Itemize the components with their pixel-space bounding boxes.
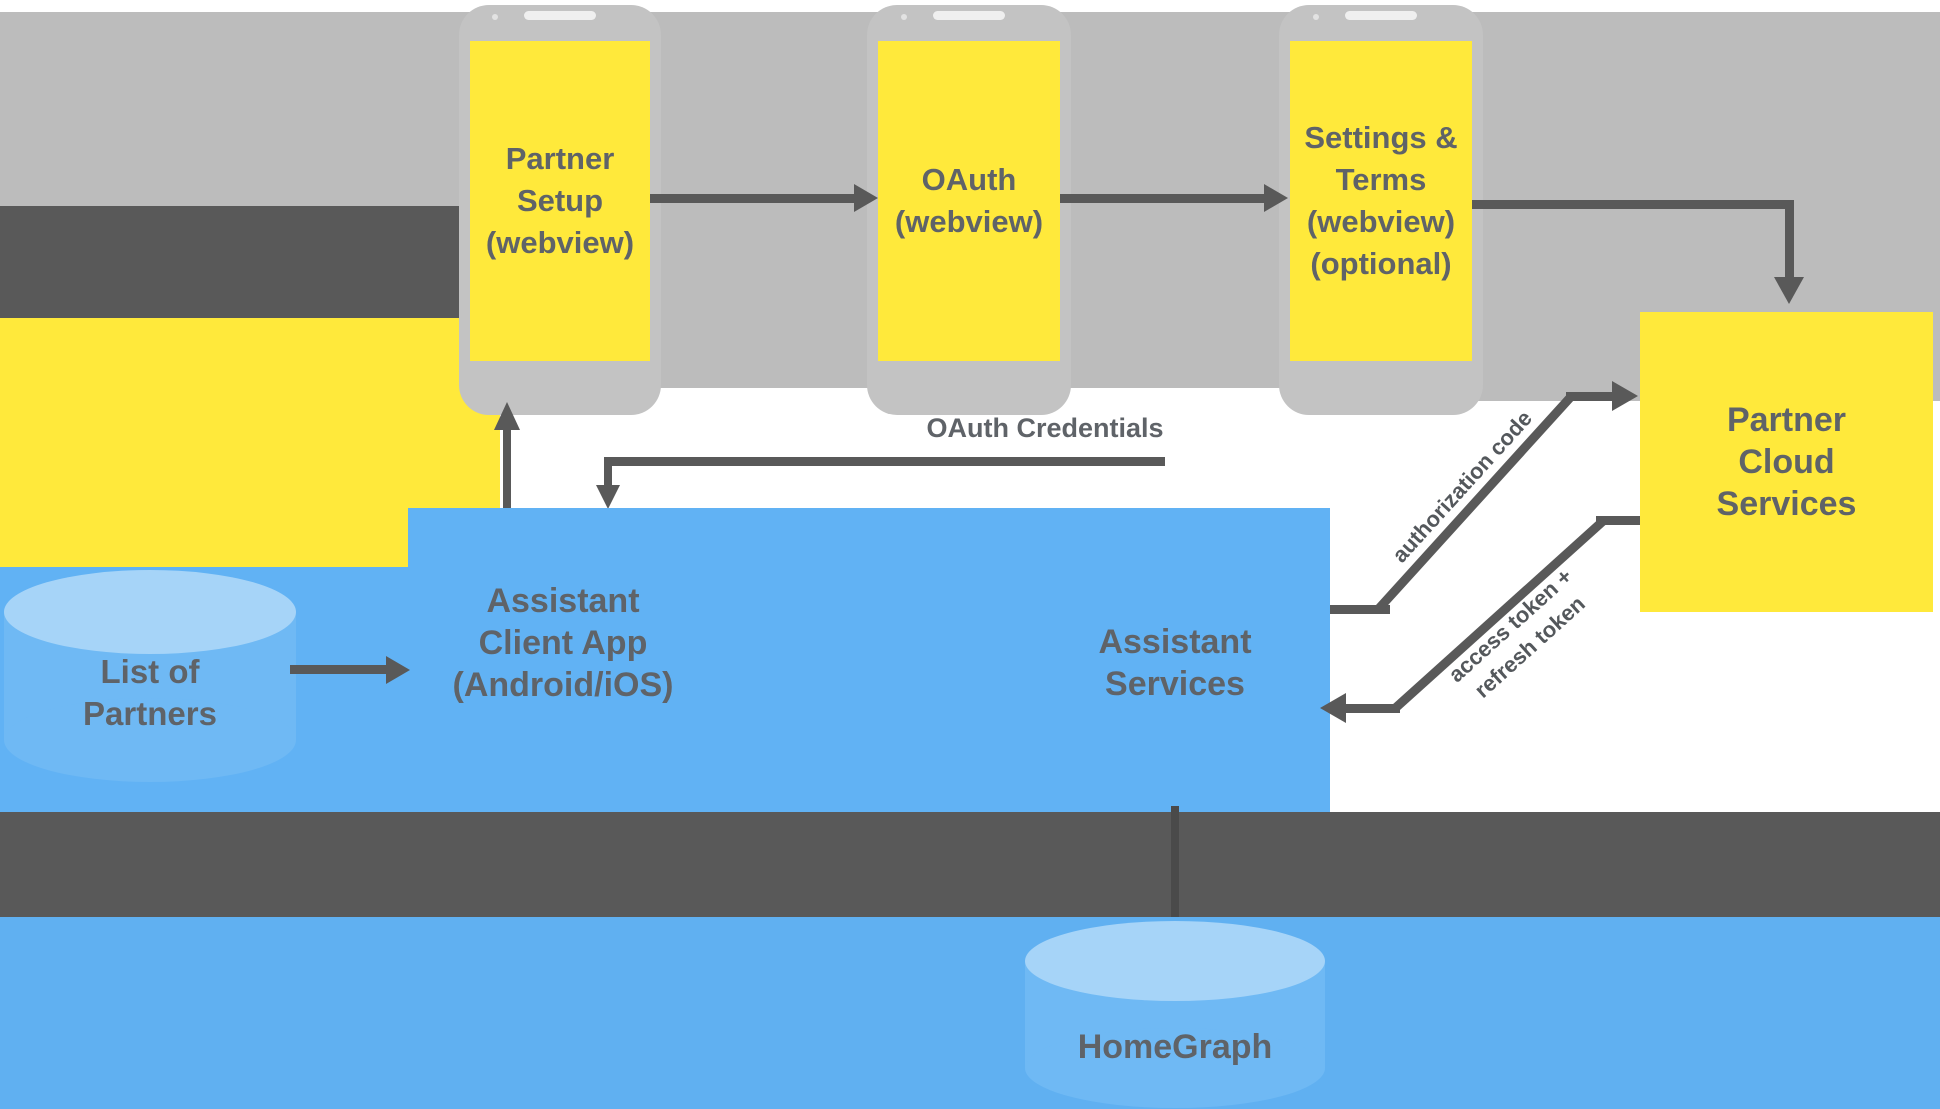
node-homegraph: HomeGraph [1077, 1028, 1273, 1066]
arrow-oauth-to-settings [1060, 194, 1266, 203]
node-partner-setup-webview: Partner Setup (webview) [470, 41, 650, 361]
arrowhead-left-icon [1320, 693, 1346, 723]
node-partner-cloud-services: Partner Cloud Services [1640, 312, 1933, 612]
arrow-client-to-webview-shaft [503, 430, 511, 508]
arrow-oauth-credentials-drop [604, 457, 612, 485]
phone-speaker-icon [524, 11, 596, 20]
edge-label-oauth-credentials: OAuth Credentials [926, 413, 1164, 443]
node-oauth-webview: OAuth (webview) [878, 41, 1060, 361]
node-list-of-partners: List of Partners [83, 653, 217, 732]
arrow-cloud-to-assistant-stub-left [1344, 704, 1400, 713]
node-assistant-client-app: Assistant Client App (Android/iOS) [452, 582, 674, 704]
arrowhead-right-icon [1612, 381, 1638, 411]
homegraph-cylinder-bottom [1025, 1028, 1325, 1108]
node-assistant-services: Assistant Services [1098, 623, 1252, 703]
arrow-settings-to-partner-cloud-horizontal [1472, 200, 1785, 209]
node-settings-terms-webview: Settings & Terms (webview) (optional) [1290, 41, 1472, 361]
arrow-partners-to-client [290, 665, 390, 674]
phone-speaker-icon [933, 11, 1005, 20]
arrowhead-right-icon [854, 184, 878, 212]
node-assistant-box [408, 508, 1330, 812]
arrowhead-down-icon [1774, 277, 1804, 304]
list-of-partners-cylinder-bottom [4, 698, 296, 782]
arrow-assistant-to-cloud-stub-left [1330, 605, 1390, 614]
arrow-settings-to-partner-cloud-vertical [1785, 200, 1794, 277]
arrow-assistant-to-cloud-stub-right [1566, 392, 1614, 401]
arrowhead-right-icon [386, 656, 410, 684]
arrowhead-right-icon [1264, 184, 1288, 212]
separator-band [0, 812, 1940, 917]
phone-camera-icon [1313, 14, 1319, 20]
flow-start-bar [0, 206, 466, 318]
arrowhead-down-icon [596, 485, 620, 509]
arrow-partner-setup-to-oauth [650, 194, 856, 203]
arrow-services-to-homegraph-shaft [1171, 806, 1179, 918]
phone-camera-icon [492, 14, 498, 20]
phone-camera-icon [901, 14, 907, 20]
homegraph-cylinder-top [1025, 921, 1325, 1001]
arrow-cloud-to-assistant-stub-right [1596, 516, 1640, 525]
homegraph-band [0, 917, 1940, 1109]
phone-speaker-icon [1345, 11, 1417, 20]
list-of-partners-cylinder-top [4, 570, 296, 654]
edge-label-access-refresh-tokens: access token + refresh token [1443, 563, 1590, 703]
edge-label-authorization-code: authorization code [1387, 405, 1537, 568]
arrowhead-up-icon [494, 402, 520, 430]
arrow-oauth-credentials-horizontal [604, 457, 1165, 466]
